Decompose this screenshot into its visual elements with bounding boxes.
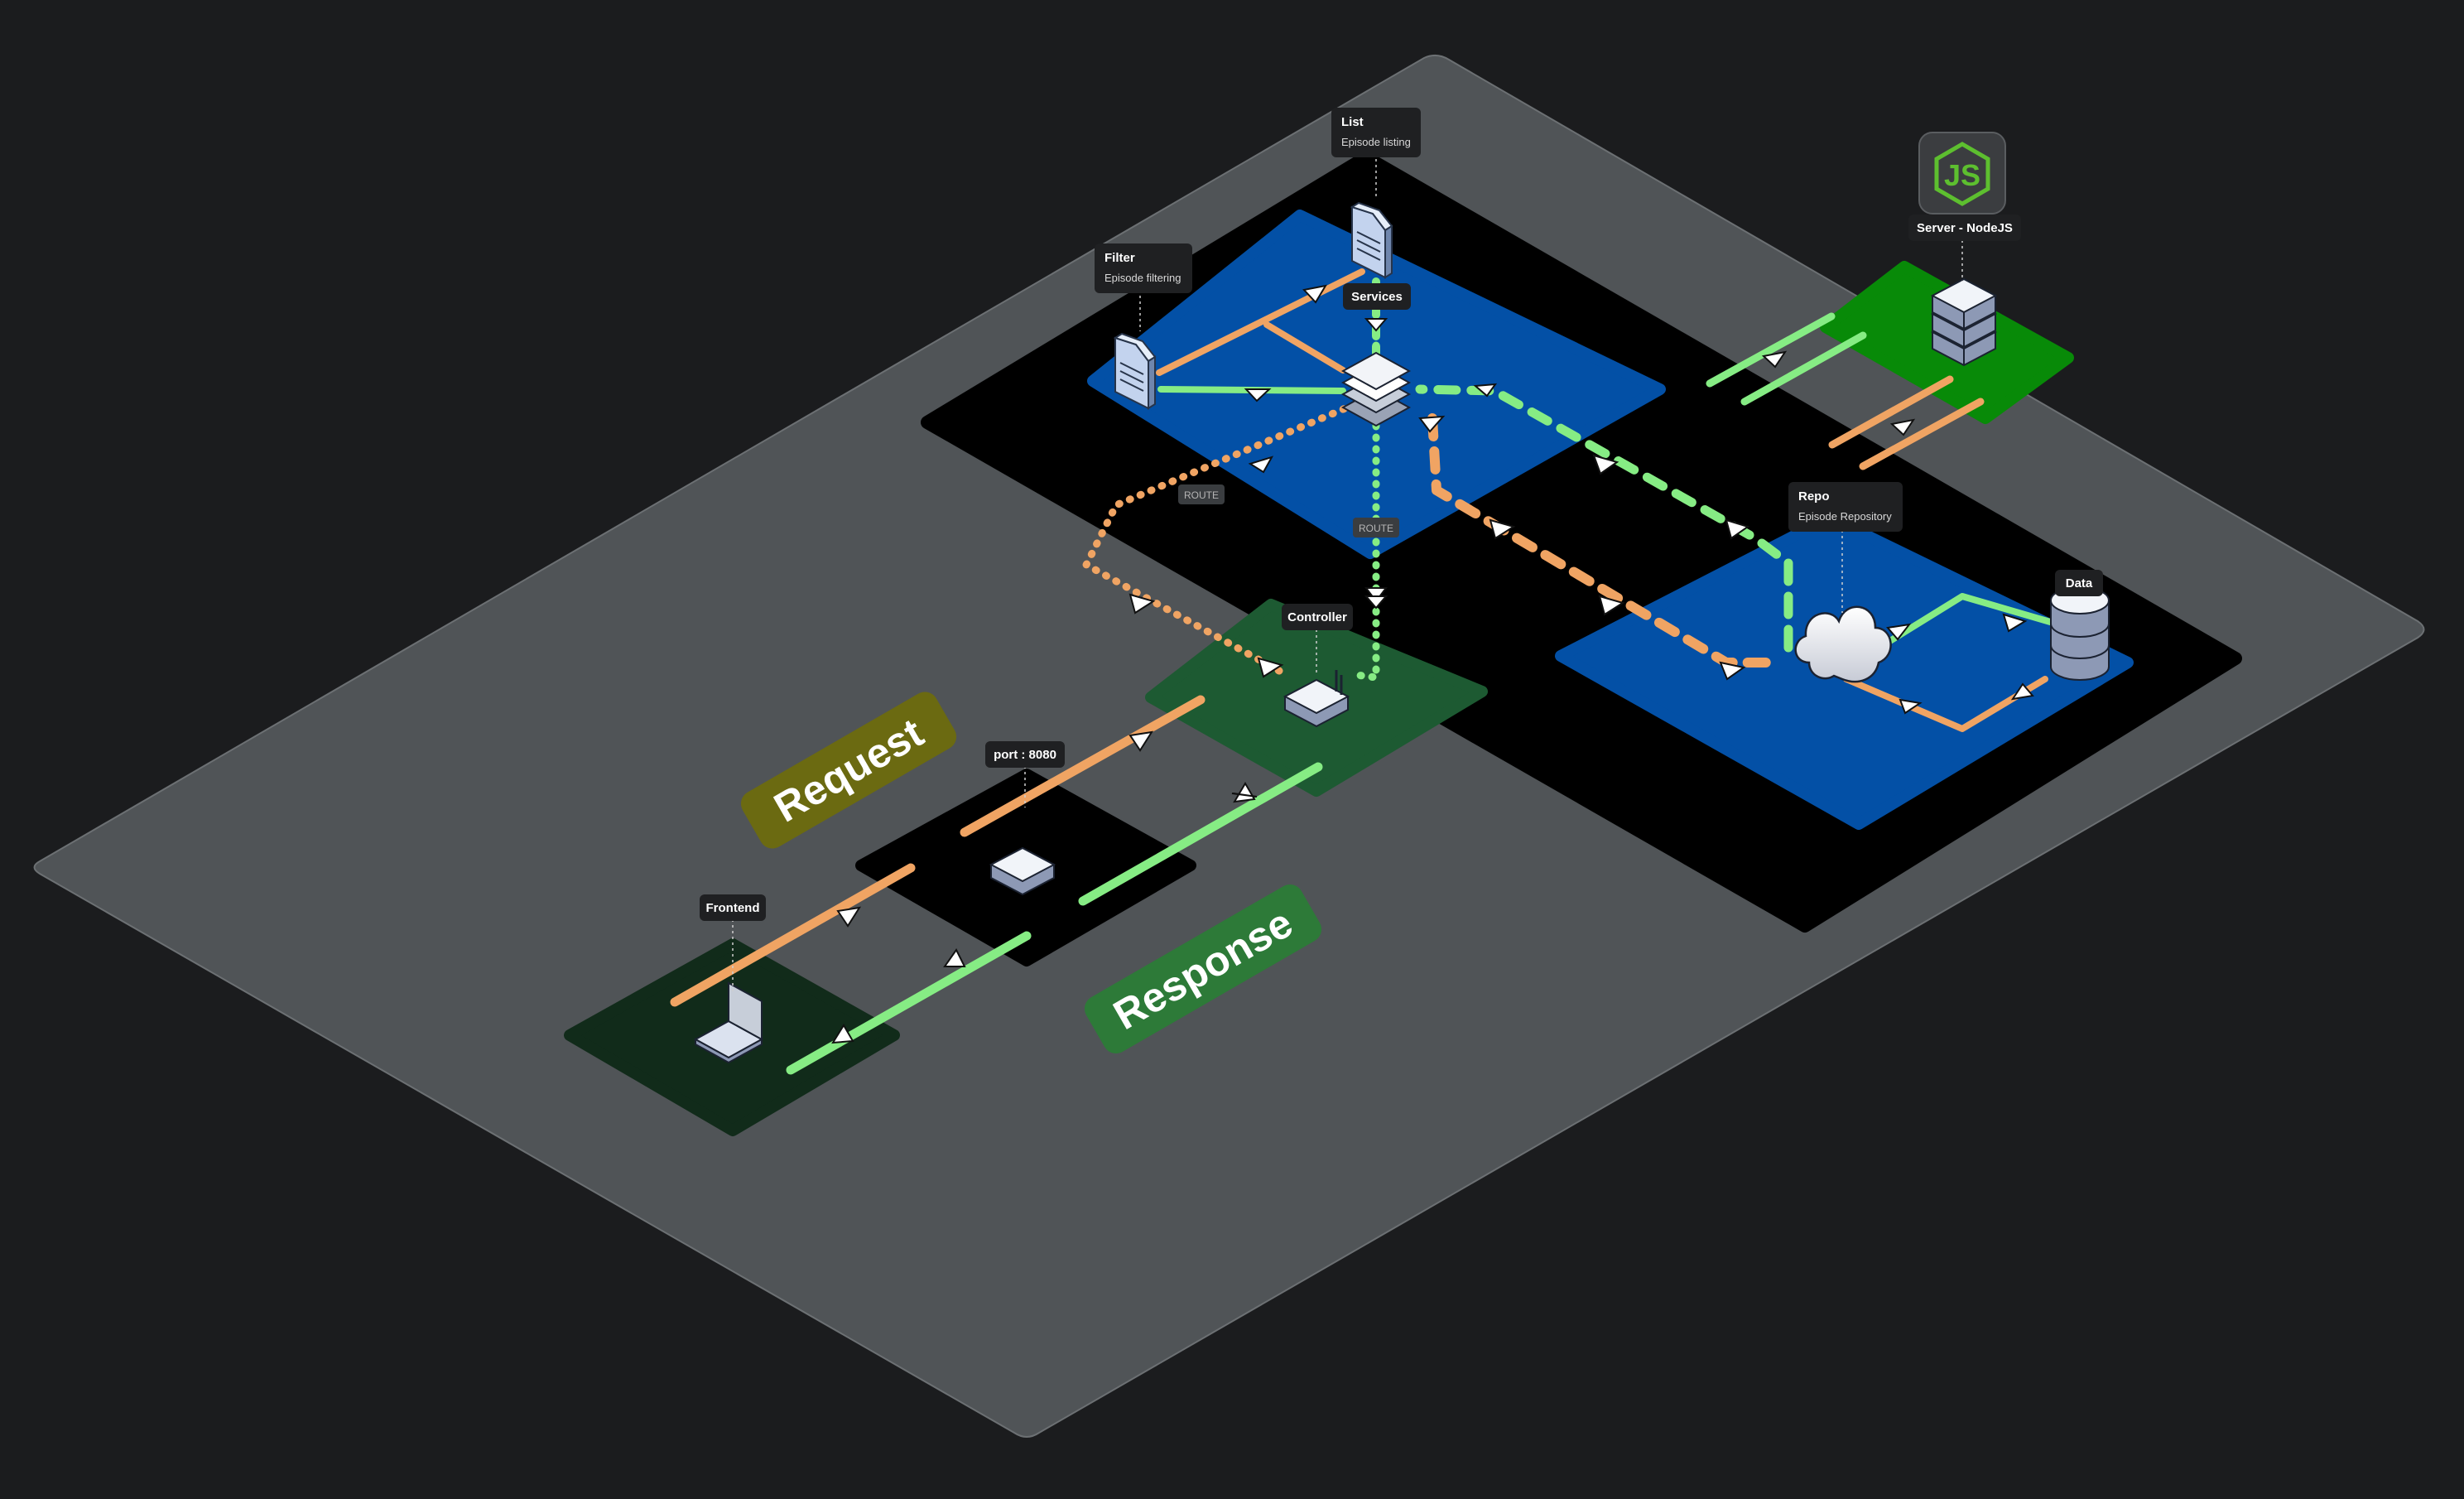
- arrowhead: [1231, 793, 1258, 798]
- stack-icon: [1340, 351, 1412, 427]
- server-out-request-2: [1859, 398, 1985, 470]
- route-label-center: ROUTE: [1353, 518, 1399, 537]
- callout-leaders: [732, 159, 1963, 994]
- route-left-text: ROUTE: [1184, 489, 1219, 501]
- document-icon: [1350, 201, 1393, 279]
- arrowhead: [2010, 682, 2034, 701]
- svg-text:JS: JS: [1944, 158, 1980, 192]
- server-icon: [1930, 277, 1998, 367]
- arrowhead: [1761, 350, 1788, 369]
- frontend-title: Frontend: [706, 901, 760, 915]
- filter-subtitle: Episode filtering: [1104, 272, 1181, 284]
- arrowhead: [1244, 388, 1272, 402]
- data-node-label: Data: [2055, 570, 2103, 596]
- services-node-label: Services: [1343, 283, 1411, 310]
- server-out-request-1: [1828, 375, 1954, 449]
- port-node-label: port : 8080: [985, 741, 1065, 768]
- controller-filter-route: [1082, 402, 1355, 675]
- data-title: Data: [2066, 576, 2093, 590]
- arrowhead: [1364, 587, 1388, 603]
- arrowhead: [1129, 730, 1154, 752]
- router-icon: [1283, 670, 1350, 728]
- arrowhead: [831, 1024, 854, 1044]
- connections: [670, 268, 2065, 1075]
- server-title: Server - NodeJS: [1917, 221, 2013, 235]
- arrowhead: [1889, 418, 1916, 436]
- laptop-icon: [693, 981, 764, 1064]
- arrowhead: [1598, 595, 1625, 616]
- repo-services-response: [1415, 384, 1793, 653]
- filter-list-line: [1156, 268, 1365, 376]
- frontend-request-arrow: [670, 863, 916, 1007]
- services-controller-route: [1352, 410, 1380, 682]
- repo-subtitle: Episode Repository: [1798, 510, 1892, 523]
- arrowhead: [1364, 318, 1388, 332]
- arrowheads: [831, 284, 2034, 1044]
- arrowhead: [1233, 782, 1256, 803]
- arrowhead: [1129, 593, 1156, 615]
- list-node-label: List Episode listing: [1331, 108, 1421, 157]
- port-title: port : 8080: [994, 748, 1056, 762]
- server-node-label: Server - NodeJS: [1908, 214, 2021, 241]
- services-title: Services: [1351, 290, 1403, 304]
- services-repo-request: [1427, 413, 1773, 668]
- document-icon: [1113, 332, 1157, 410]
- arrowhead: [943, 948, 966, 967]
- arrowhead: [1886, 623, 1912, 641]
- arrowhead: [1899, 698, 1923, 715]
- list-title: List: [1341, 115, 1364, 129]
- arrowhead: [1719, 661, 1746, 681]
- arrowhead: [1364, 595, 1388, 610]
- arrowhead: [1302, 284, 1328, 304]
- arrowhead: [1473, 383, 1498, 398]
- switch-icon: [989, 846, 1056, 896]
- database-icon: [2050, 586, 2110, 681]
- services-filter-line: [1263, 321, 1346, 374]
- controller-node-label: Controller: [1282, 604, 1353, 630]
- list-subtitle: Episode listing: [1341, 136, 1411, 148]
- arrowhead: [1248, 455, 1274, 474]
- server-in-response-1: [1706, 312, 1836, 388]
- arrowhead: [1418, 415, 1446, 433]
- frontend-node-label: Frontend: [700, 894, 766, 921]
- route-center-text: ROUTE: [1359, 523, 1393, 534]
- repo-node-label: Repo Episode Repository: [1788, 482, 1903, 532]
- cloud-icon: [1794, 605, 1892, 683]
- arrowhead: [1725, 518, 1750, 540]
- arrowhead: [1489, 518, 1516, 540]
- port-request-arrow: [960, 695, 1206, 837]
- server-in-response-2: [1740, 331, 1867, 406]
- port-response-arrow: [1078, 762, 1323, 906]
- route-label-left: ROUTE: [1178, 484, 1225, 504]
- arrowhead: [1257, 657, 1284, 678]
- arrowhead: [836, 906, 862, 928]
- frontend-response-arrow: [786, 931, 1032, 1075]
- repo-title: Repo: [1798, 489, 1830, 504]
- filter-node-label: Filter Episode filtering: [1095, 243, 1192, 293]
- controller-title: Controller: [1287, 610, 1347, 624]
- arrowhead: [1592, 454, 1619, 475]
- filter-title: Filter: [1104, 251, 1135, 265]
- nodejs-logo-icon: JS: [1918, 132, 2006, 214]
- arrowhead: [2002, 613, 2028, 633]
